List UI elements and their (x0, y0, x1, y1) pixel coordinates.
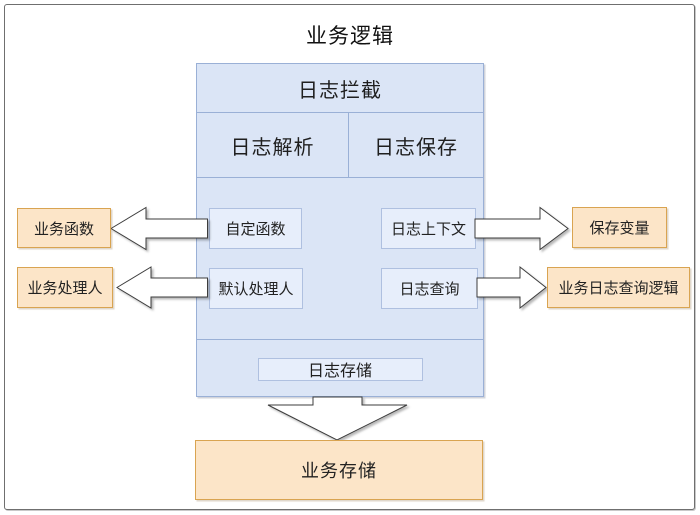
section-log-parsing: 日志解析 (197, 113, 349, 177)
interceptor-sections-row: 日志解析 日志保存 (197, 113, 483, 178)
node-custom-function: 自定函数 (209, 208, 302, 249)
log-interceptor-container: 日志拦截 日志解析 日志保存 自定函数 日志上下文 默认处理人 日志查询 日志存… (196, 63, 484, 397)
node-save-variable: 保存变量 (572, 207, 667, 248)
node-business-log-query-logic: 业务日志查询逻辑 (547, 267, 690, 308)
node-log-context: 日志上下文 (381, 208, 476, 249)
node-log-query: 日志查询 (381, 268, 478, 309)
node-business-handler: 业务处理人 (17, 267, 113, 308)
node-log-storage: 日志存储 (257, 357, 423, 381)
section-log-saving: 日志保存 (374, 136, 458, 159)
log-interceptor-header: 日志拦截 (197, 64, 483, 113)
node-default-handler: 默认处理人 (209, 268, 303, 309)
diagram-title: 业务逻辑 (306, 25, 394, 48)
node-business-storage: 业务存储 (195, 440, 483, 500)
storage-row: 日志存储 (197, 339, 483, 398)
node-business-function: 业务函数 (17, 208, 111, 248)
